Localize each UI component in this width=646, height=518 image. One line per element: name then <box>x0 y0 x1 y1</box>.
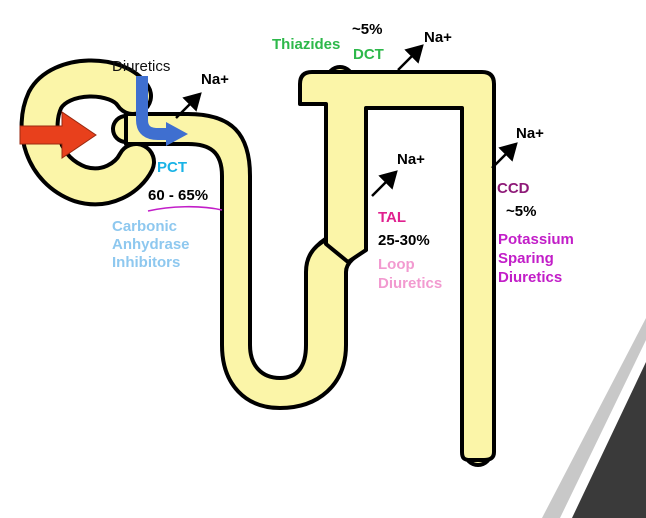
corner-light-shape <box>542 318 646 518</box>
dct-ccd-shape <box>298 70 496 462</box>
dct-percent-label: ~5% <box>352 21 382 38</box>
pct-label: PCT <box>157 159 187 176</box>
tal-percent-label: 25-30% <box>378 232 430 249</box>
na-pct-arrow <box>175 92 202 119</box>
pct-underline <box>147 205 223 212</box>
na-tal-label: Na+ <box>397 151 425 168</box>
diuretics-arrow-head <box>166 122 188 146</box>
thiazides-label: Thiazides <box>272 36 340 53</box>
na-ccd-arrow <box>491 142 518 169</box>
ccd-percent-label: ~5% <box>506 203 536 220</box>
corner-dark-shape <box>572 362 646 518</box>
potassium-line-2: Sparing <box>498 250 554 267</box>
potassium-line-3: Diuretics <box>498 269 562 286</box>
loop-line-2: Diuretics <box>378 275 442 292</box>
diuretics-action-arrow <box>136 76 168 140</box>
ccd-label: CCD <box>497 180 530 197</box>
tal-block <box>124 86 368 410</box>
tal-label: TAL <box>378 209 406 226</box>
diuretics-label: Diuretics <box>112 58 170 75</box>
potassium-line-1: Potassium <box>498 231 574 248</box>
na-dct-arrow <box>397 44 424 71</box>
dct-label: DCT <box>353 46 384 63</box>
na-dct-label: Na+ <box>424 29 452 46</box>
na-ccd-label: Na+ <box>516 125 544 142</box>
filtrate-input-arrow <box>19 111 97 159</box>
pct-percent-label: 60 - 65% <box>148 187 208 204</box>
carbonic-line-2: Anhydrase <box>112 236 190 253</box>
na-pct-label: Na+ <box>201 71 229 88</box>
loop-line-1: Loop <box>378 256 415 273</box>
na-tal-arrow <box>371 170 398 197</box>
carbonic-line-3: Inhibitors <box>112 254 180 271</box>
carbonic-line-1: Carbonic <box>112 218 177 235</box>
